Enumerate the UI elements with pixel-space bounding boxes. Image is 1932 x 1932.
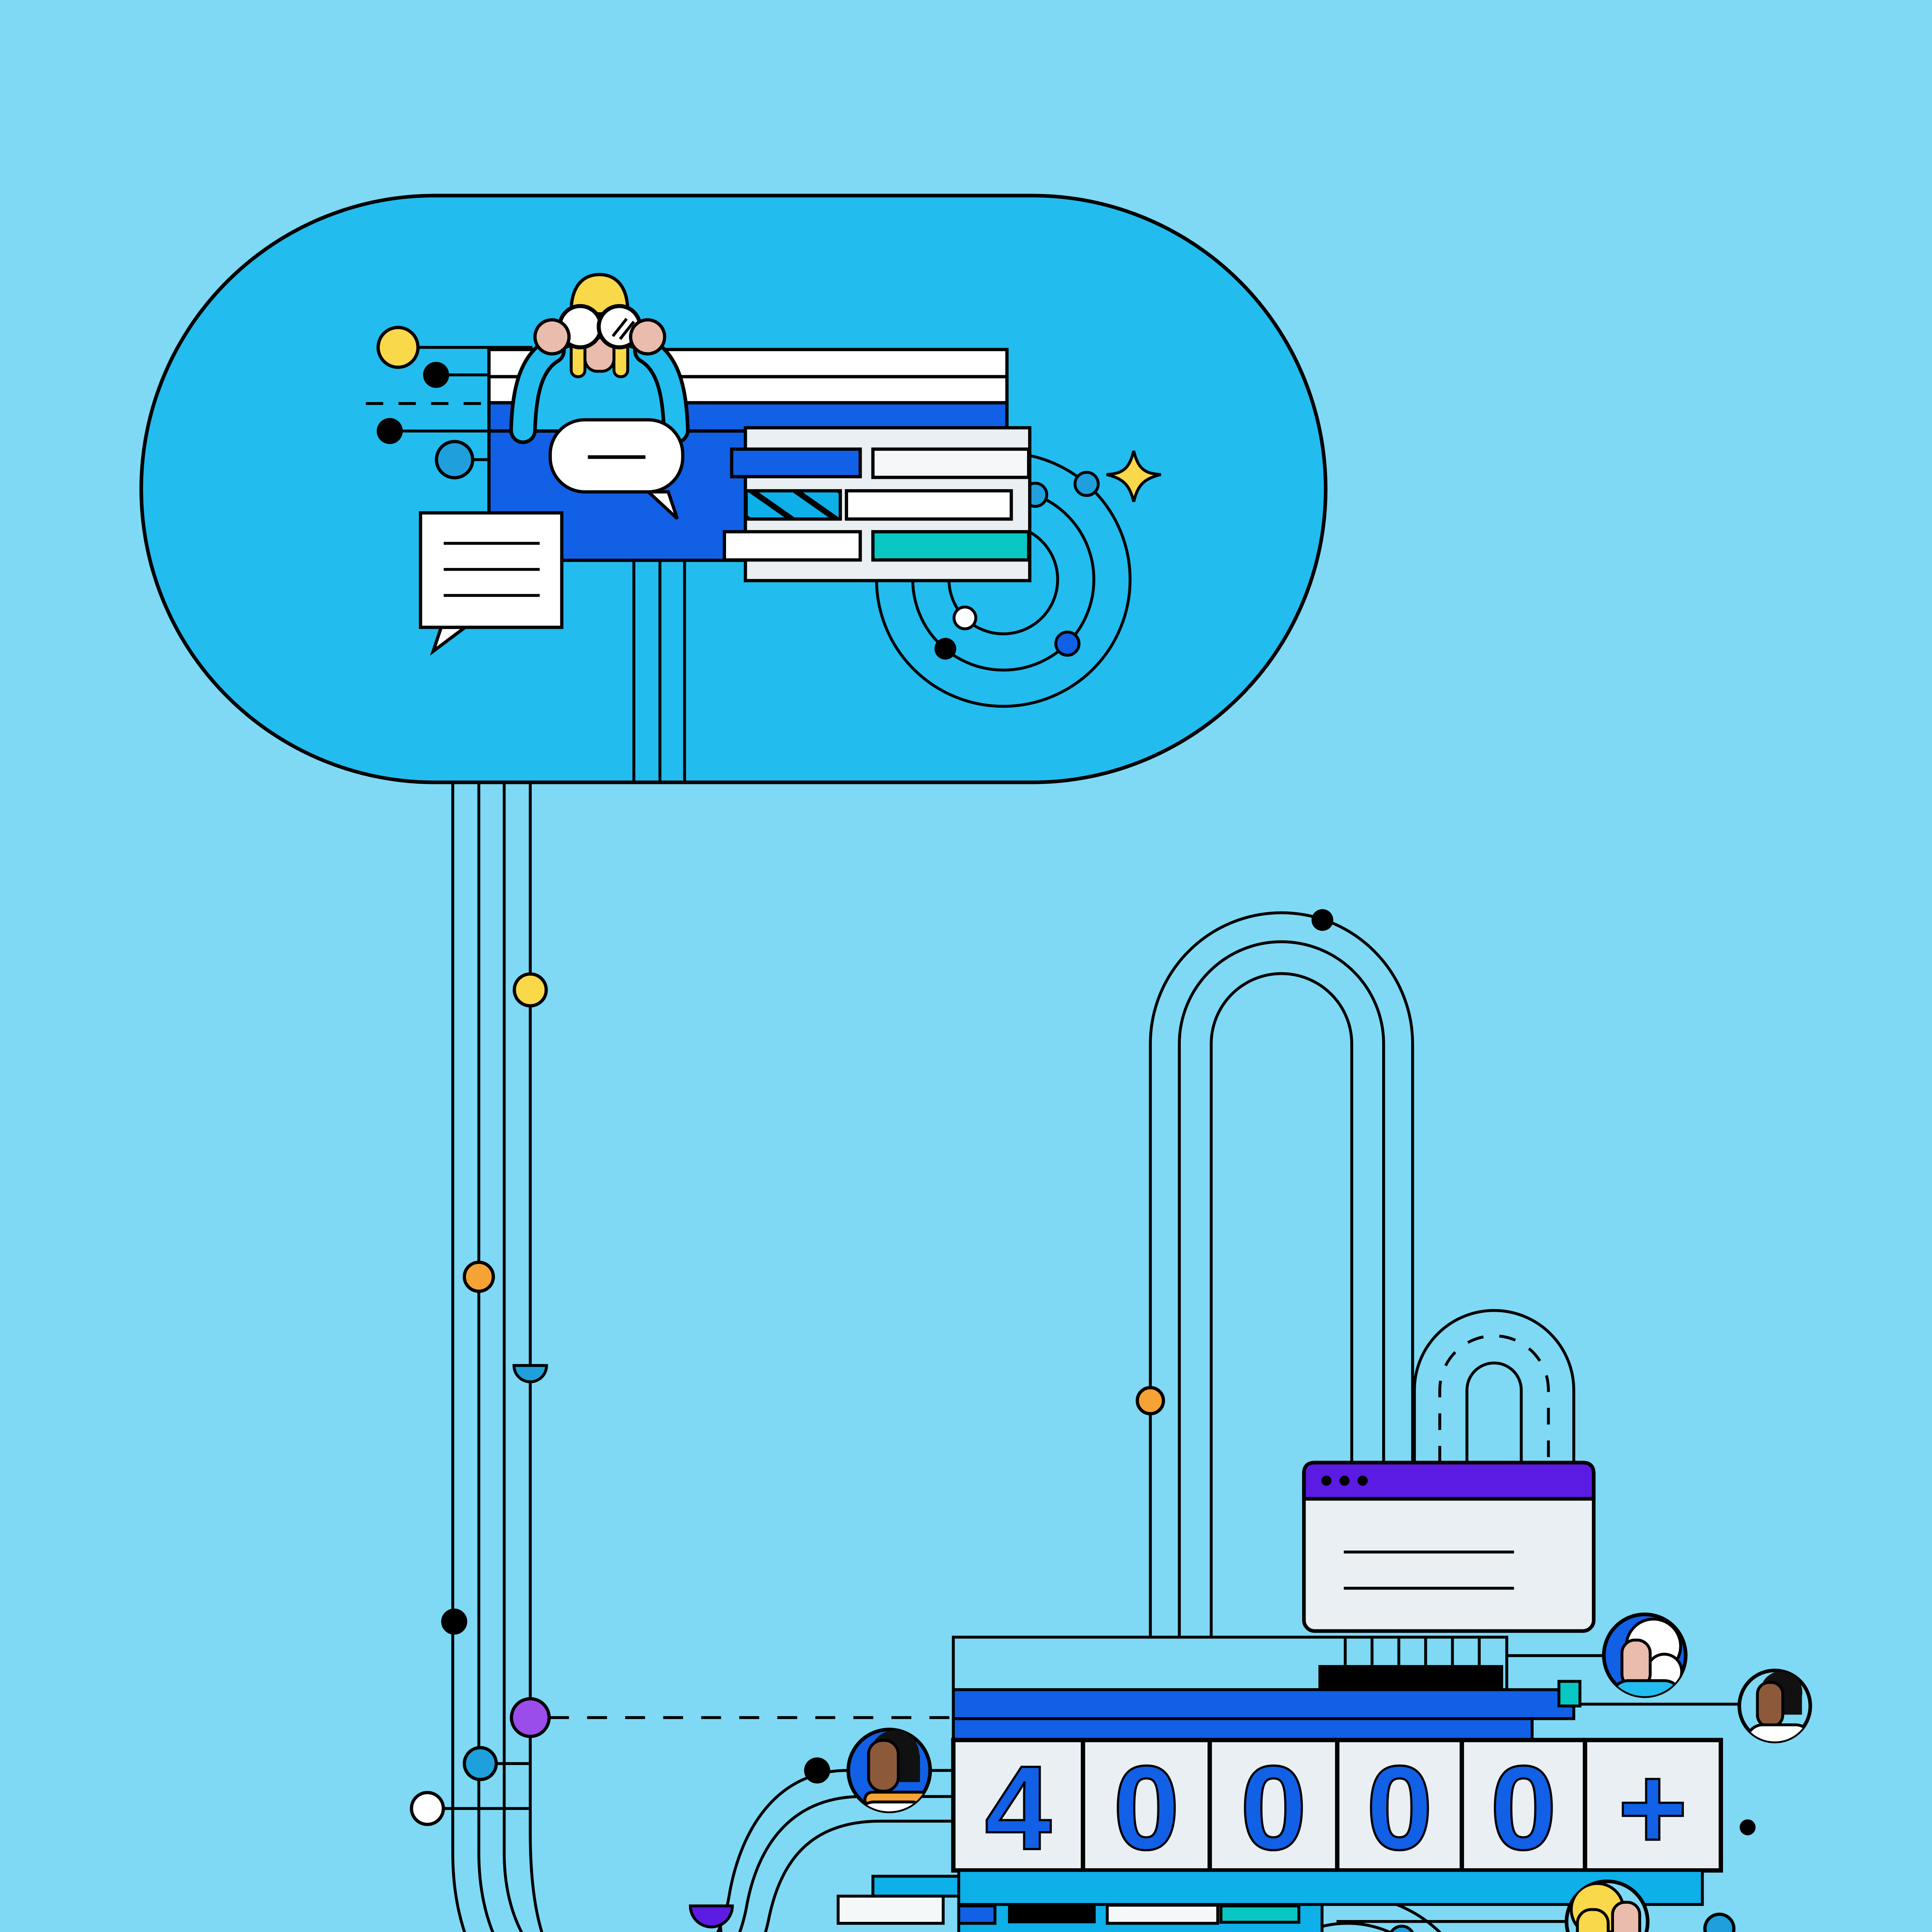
counter-digit: 0: [1240, 1741, 1307, 1874]
counter-blue-band2: [952, 1717, 1534, 1742]
arch-dot-black: [1311, 909, 1333, 931]
ring-dot-cyan: [1389, 1925, 1414, 1932]
speech-box: [419, 511, 564, 656]
counter-digit: 0: [1366, 1741, 1433, 1874]
teal-square-chip: [1557, 1680, 1582, 1708]
list-bar-blue: [730, 447, 862, 478]
counter-blue-band1: [952, 1688, 1575, 1720]
line-dot-yellow: [512, 972, 548, 1008]
speech-bubble: [548, 418, 685, 520]
orbit-dot-black: [934, 638, 956, 660]
node-dot-cyan: [435, 440, 474, 480]
arch-dot-orange: [1136, 1386, 1165, 1415]
line-dot-black3: [804, 1757, 830, 1784]
orbit-rings: [875, 451, 1132, 708]
avatar-blonde-woman-icon: [1565, 1879, 1650, 1932]
half-disc-purple: [689, 1904, 734, 1929]
list-bar-white2: [723, 530, 862, 562]
avatar-man-blue-icon: [846, 1728, 932, 1813]
counter-plus-cell: [1583, 1738, 1723, 1873]
line-dot-purple: [510, 1697, 551, 1738]
avatar-man-light-icon: [1737, 1668, 1812, 1743]
sparkle-icon: [1106, 451, 1162, 502]
avatar-senior-woman-icon: [1602, 1612, 1688, 1698]
chip-blue-sm: [957, 1904, 997, 1925]
counter-digit-row: 4 0 0 0 0 +: [951, 1738, 1723, 1876]
counter-digit-cell: [951, 1738, 1085, 1873]
line-dot-white: [410, 1791, 445, 1826]
browser-title-bar: [1302, 1461, 1596, 1501]
list-card: [723, 426, 1032, 582]
padlock-shackle: [1413, 1309, 1575, 1463]
dot-black-right: [1740, 1819, 1756, 1835]
orbit-dot-cyan2: [1073, 471, 1100, 497]
dot-cyan-right: [1703, 1912, 1736, 1932]
line-dot-black: [441, 1608, 468, 1635]
node-dots-top-left: [366, 326, 532, 480]
node-dot-black: [423, 362, 449, 388]
list-bar-teal: [871, 530, 1031, 562]
orbit-dot-blue: [1054, 630, 1081, 657]
window-dot2: [1339, 1475, 1350, 1486]
counter-digit: 0: [1113, 1741, 1180, 1874]
list-bar-hatched: [744, 489, 842, 521]
node-dot-black2: [376, 418, 403, 444]
half-disc-cyan: [512, 1364, 548, 1383]
chip-light: [837, 1895, 945, 1925]
list-bar-light: [871, 447, 1031, 479]
counter-plus: +: [1618, 1741, 1688, 1874]
window-dot3: [1357, 1475, 1368, 1486]
counter-digit-cell: [1081, 1738, 1212, 1873]
connector-dots: [410, 972, 734, 1929]
big-arch: [1136, 909, 1414, 1637]
person-with-binoculars: [509, 273, 690, 444]
person-right-hand: [629, 318, 667, 356]
line-dot-orange: [463, 1260, 495, 1293]
counter-black-bar: [1318, 1665, 1503, 1690]
counter-comb: [1344, 1637, 1481, 1665]
chip-black: [1008, 1905, 1096, 1923]
node-dot-yellow: [376, 326, 420, 369]
counter-digit: 4: [985, 1741, 1052, 1874]
chip-cyan-stub: [871, 1874, 961, 1898]
person-left-hand: [533, 318, 571, 356]
counter-digit: 0: [1490, 1741, 1557, 1874]
chip-teal: [1219, 1904, 1301, 1924]
browser-window: [1302, 1461, 1596, 1633]
window-dot1: [1321, 1475, 1332, 1486]
person-left-arm: [513, 340, 562, 440]
list-bar-white: [845, 489, 1013, 521]
chips-panel: [837, 1874, 1324, 1932]
chip-light2: [1105, 1903, 1219, 1925]
person-right-arm: [636, 340, 686, 440]
counter-digit-cell: [1208, 1738, 1340, 1873]
orbit-dot-white: [952, 605, 978, 631]
line-dot-cyan: [463, 1746, 498, 1781]
counter-card: 4 0 0 0 0 +: [951, 1636, 1723, 1906]
